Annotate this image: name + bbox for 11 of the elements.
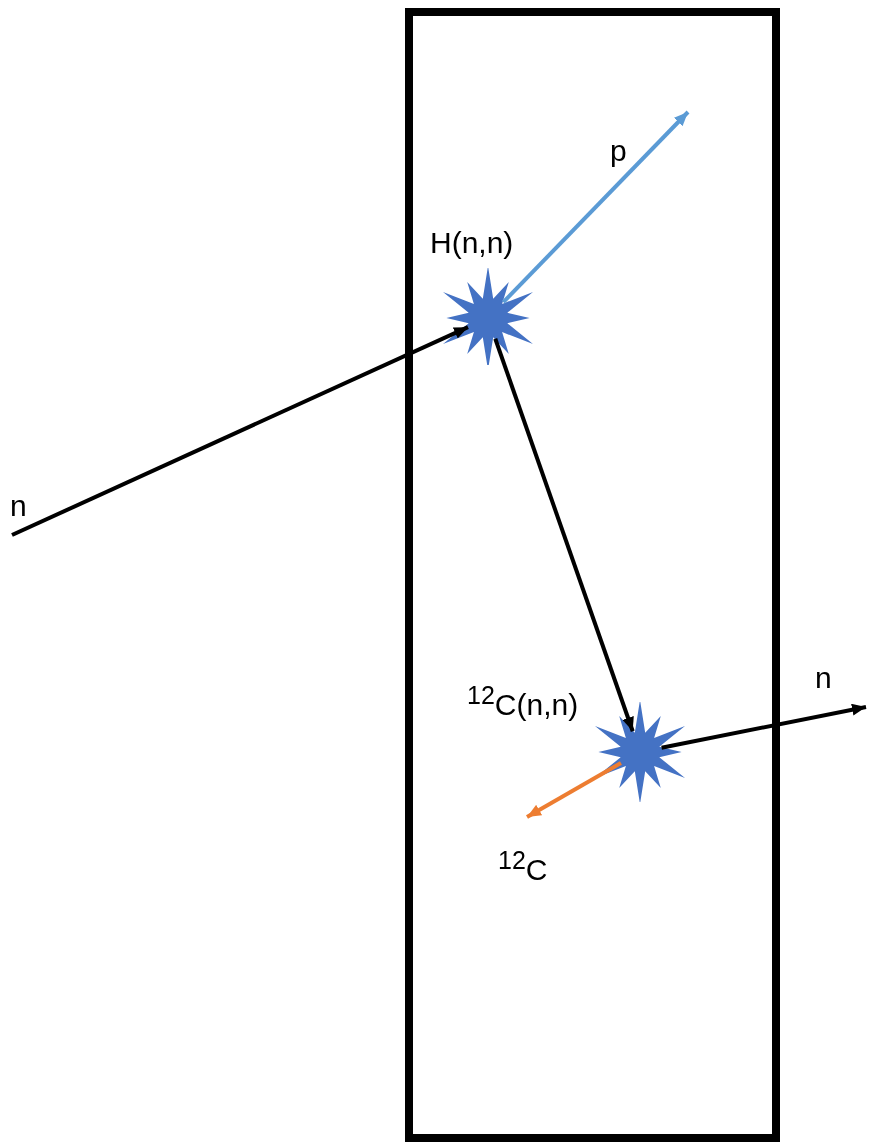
arrow (526, 761, 622, 819)
particle-label: n (815, 660, 832, 696)
particle-label: n (10, 488, 27, 524)
arrow (11, 325, 469, 537)
particle-label: p (610, 133, 627, 169)
particle-label: $^{12}$C (498, 845, 548, 888)
arrow (661, 703, 867, 750)
reaction-label: H(n,n) (430, 225, 514, 261)
arrow (493, 338, 635, 732)
slab-outline (405, 8, 780, 1142)
reaction-label: $^{12}$C(n,n) (467, 680, 579, 723)
